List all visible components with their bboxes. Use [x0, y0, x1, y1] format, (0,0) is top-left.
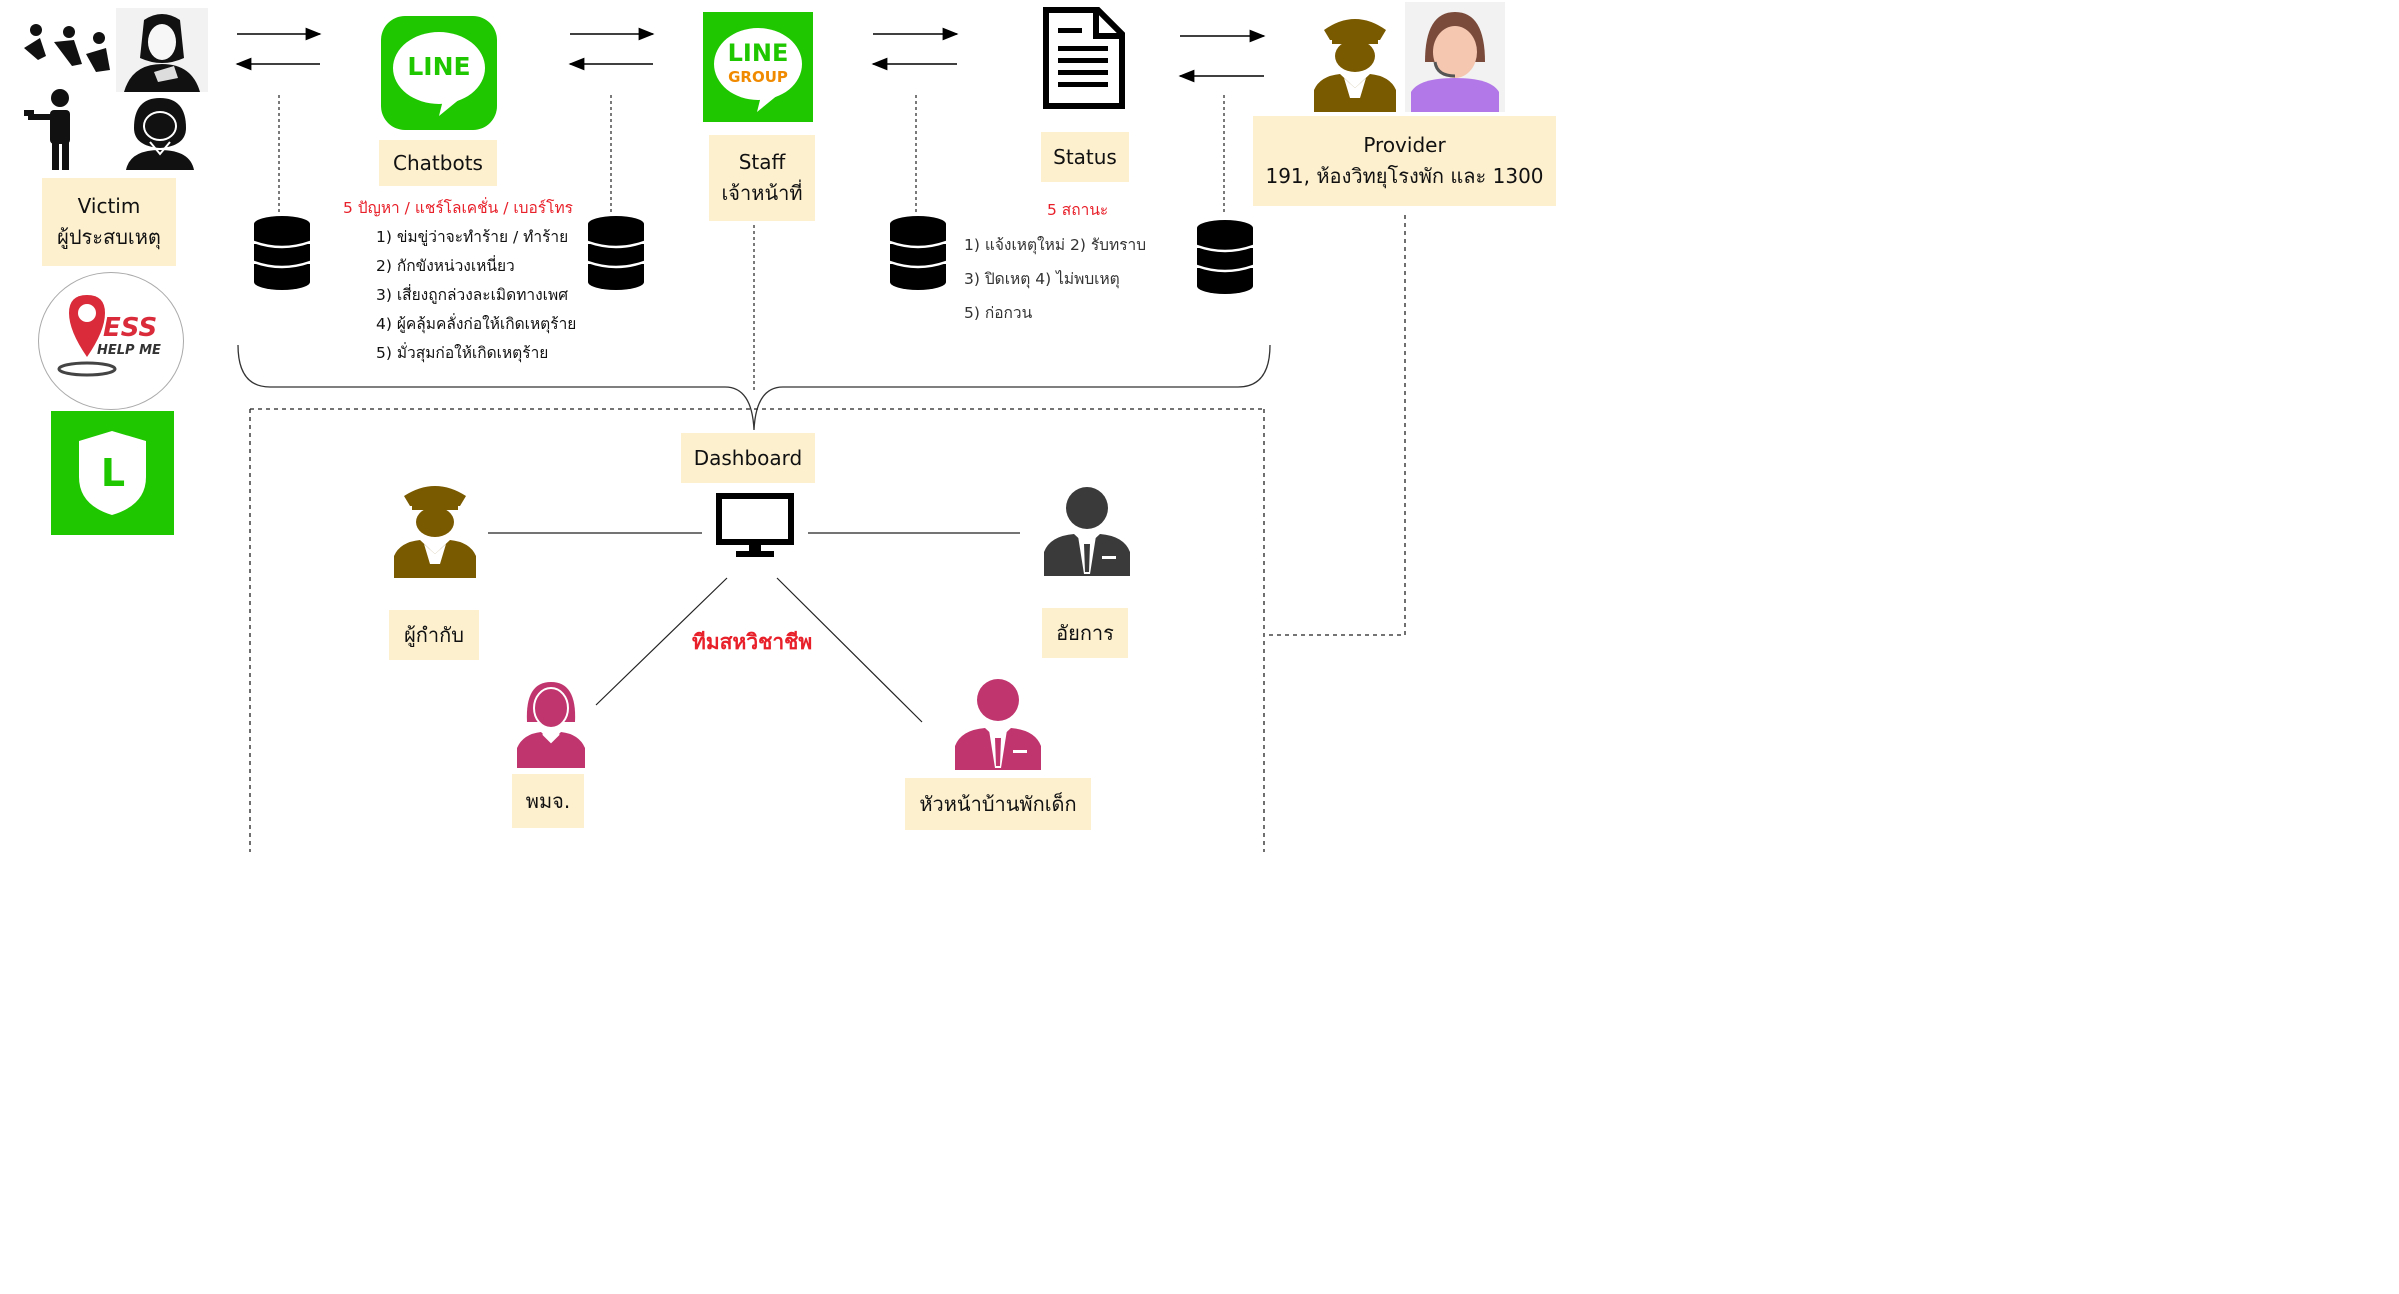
multidisciplinary-team-label: ทีมสหวิชาชีพ: [692, 630, 813, 654]
prosecutor-icon: [1044, 486, 1130, 576]
police-officer-icon: [1310, 8, 1400, 112]
dashboard-label: Dashboard: [681, 433, 815, 483]
chatbots-label: Chatbots: [379, 140, 497, 186]
chatbots-note-title: 5 ปัญหา / แชร์โลเคชั่น / เบอร์โทร: [343, 199, 573, 217]
database-icon: [253, 216, 311, 292]
document-icon: [1042, 6, 1126, 110]
prosecutor-label: อัยการ: [1042, 608, 1128, 658]
group-text: GROUP: [728, 68, 788, 86]
shelter-head-label: หัวหน้าบ้านพักเด็ก: [905, 778, 1091, 830]
status-item: 5) ก่อกวน: [964, 304, 1033, 322]
shelter-head-icon: [955, 678, 1041, 770]
help-me-text: HELP ME: [97, 343, 161, 358]
distressed-woman-photo: [116, 8, 208, 92]
database-icon: [587, 216, 645, 292]
line-icon-text: LINE: [407, 52, 471, 81]
issue-item: 4) ผู้คลุ้มคลั่งก่อให้เกิดเหตุร้าย: [376, 315, 577, 333]
line-app-shield-icon[interactable]: L: [51, 411, 174, 535]
social-worker-label: พมจ.: [512, 774, 584, 828]
supervisor-label: ผู้กำกับ: [389, 610, 479, 660]
issue-item: 1) ข่มขู่ว่าจะทำร้าย / ทำร้าย: [376, 228, 569, 246]
line-letter: L: [100, 451, 126, 495]
chatbots-issues: 1) ข่มขู่ว่าจะทำร้าย / ทำร้าย 2) กักขังห…: [376, 223, 576, 368]
assault-pictogram: [14, 8, 114, 83]
line-group-icon[interactable]: LINE GROUP: [703, 12, 813, 122]
operator-headset-icon: [1405, 2, 1505, 112]
ess-text: ESS: [103, 313, 158, 343]
status-item: 1) แจ้งเหตุใหม่ 2) รับทราบ: [964, 236, 1147, 254]
ess-help-me-logo[interactable]: ESS HELP ME: [38, 272, 184, 410]
status-item: 3) ปิดเหตุ 4) ไม่พบเหตุ: [964, 270, 1120, 288]
scared-person-icon: [120, 92, 200, 170]
status-label: Status: [1041, 132, 1129, 182]
database-icon: [889, 216, 947, 292]
issue-item: 3) เสี่ยงถูกล่วงละเมิดทางเพศ: [376, 286, 569, 304]
status-list: 1) แจ้งเหตุใหม่ 2) รับทราบ 3) ปิดเหตุ 4)…: [964, 228, 1146, 330]
issue-item: 5) มั่วสุมก่อให้เกิดเหตุร้าย: [376, 344, 549, 362]
supervisor-police-icon: [392, 476, 478, 578]
gunman-pictogram: [14, 86, 86, 170]
status-note-title: 5 สถานะ: [1047, 201, 1109, 219]
line-chatbot-icon[interactable]: LINE: [381, 16, 497, 130]
issue-item: 2) กักขังหน่วงเหนี่ยว: [376, 257, 515, 275]
social-worker-icon: [515, 678, 587, 768]
line-group-text: LINE: [727, 39, 789, 67]
database-icon: [1196, 220, 1254, 296]
monitor-icon[interactable]: [716, 493, 794, 559]
